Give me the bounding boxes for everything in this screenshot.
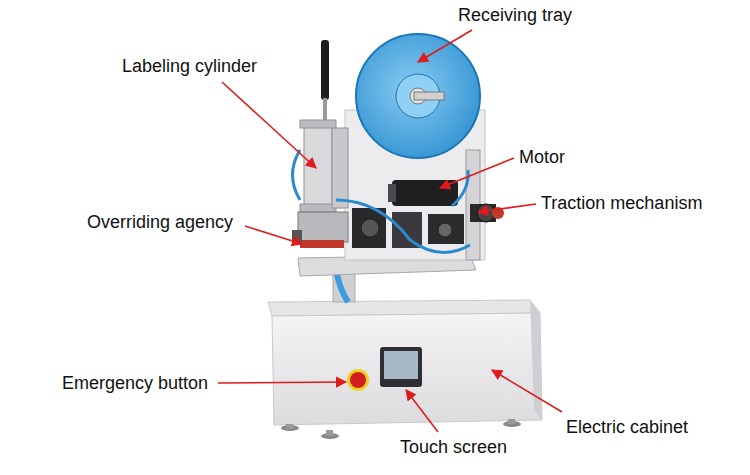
labeling-cylinder	[300, 40, 348, 212]
touch-screen	[380, 347, 422, 387]
emergency-button	[347, 369, 369, 391]
part-label: Touch screen	[400, 436, 507, 458]
part-label: Electric cabinet	[566, 416, 688, 438]
part-label: Overriding agency	[87, 211, 233, 233]
motor	[388, 180, 458, 206]
overriding-agency	[292, 212, 348, 248]
leader-arrows	[218, 30, 562, 432]
part-label: Receiving tray	[458, 4, 572, 26]
air-tubes	[293, 150, 471, 252]
receiving-tray	[356, 34, 480, 158]
part-label: Traction mechanism	[541, 192, 702, 214]
electric-cabinet	[268, 300, 542, 439]
part-label: Emergency button	[62, 372, 208, 394]
part-label: Motor	[519, 146, 565, 168]
traction-mechanism	[470, 204, 504, 222]
part-label: Labeling cylinder	[122, 55, 257, 77]
